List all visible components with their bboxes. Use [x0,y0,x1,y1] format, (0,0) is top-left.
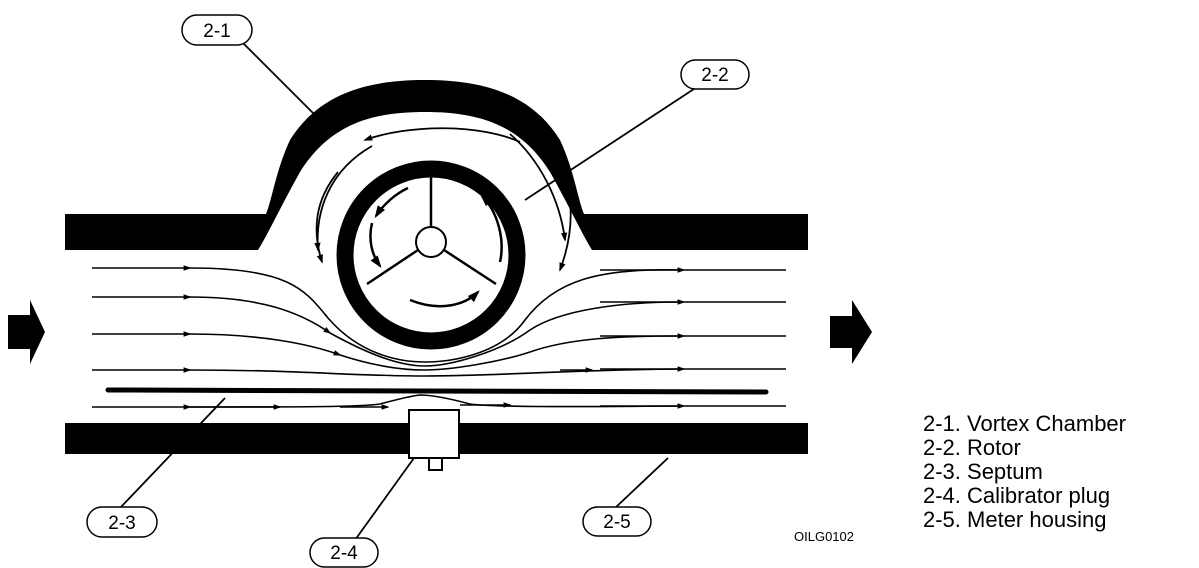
rotor [336,160,526,350]
callout-2-5: 2-5 [582,506,652,537]
svg-text:2-2: 2-2 [701,65,728,86]
callout-2-3: 2-3 [86,506,158,538]
callout-2-2: 2-2 [680,59,750,90]
outlet-arrow-icon [830,300,872,364]
figure-id: OILG0102 [794,529,854,544]
svg-text:2-1: 2-1 [203,21,230,42]
legend: 2-1. Vortex Chamber 2-2. Rotor 2-3. Sept… [923,412,1126,532]
callout-2-1: 2-1 [181,14,253,46]
housing-interior [65,112,808,423]
svg-text:2-3: 2-3 [108,513,135,534]
flow-lines [92,265,786,410]
svg-text:2-5: 2-5 [603,512,630,533]
leader-lines [119,39,701,541]
legend-item-calibrator-plug: 2-4. Calibrator plug [923,483,1111,508]
inlet-arrow-icon [8,300,45,364]
legend-item-meter-housing: 2-5. Meter housing [923,507,1107,532]
vortex-flow [314,127,572,272]
calibrator-plug [408,409,460,471]
callout-2-4: 2-4 [309,537,379,568]
legend-item-septum: 2-3. Septum [923,459,1043,484]
legend-item-rotor: 2-2. Rotor [923,435,1021,460]
septum [105,387,769,395]
svg-text:2-4: 2-4 [330,543,358,564]
legend-item-vortex-chamber: 2-1. Vortex Chamber [923,411,1126,436]
